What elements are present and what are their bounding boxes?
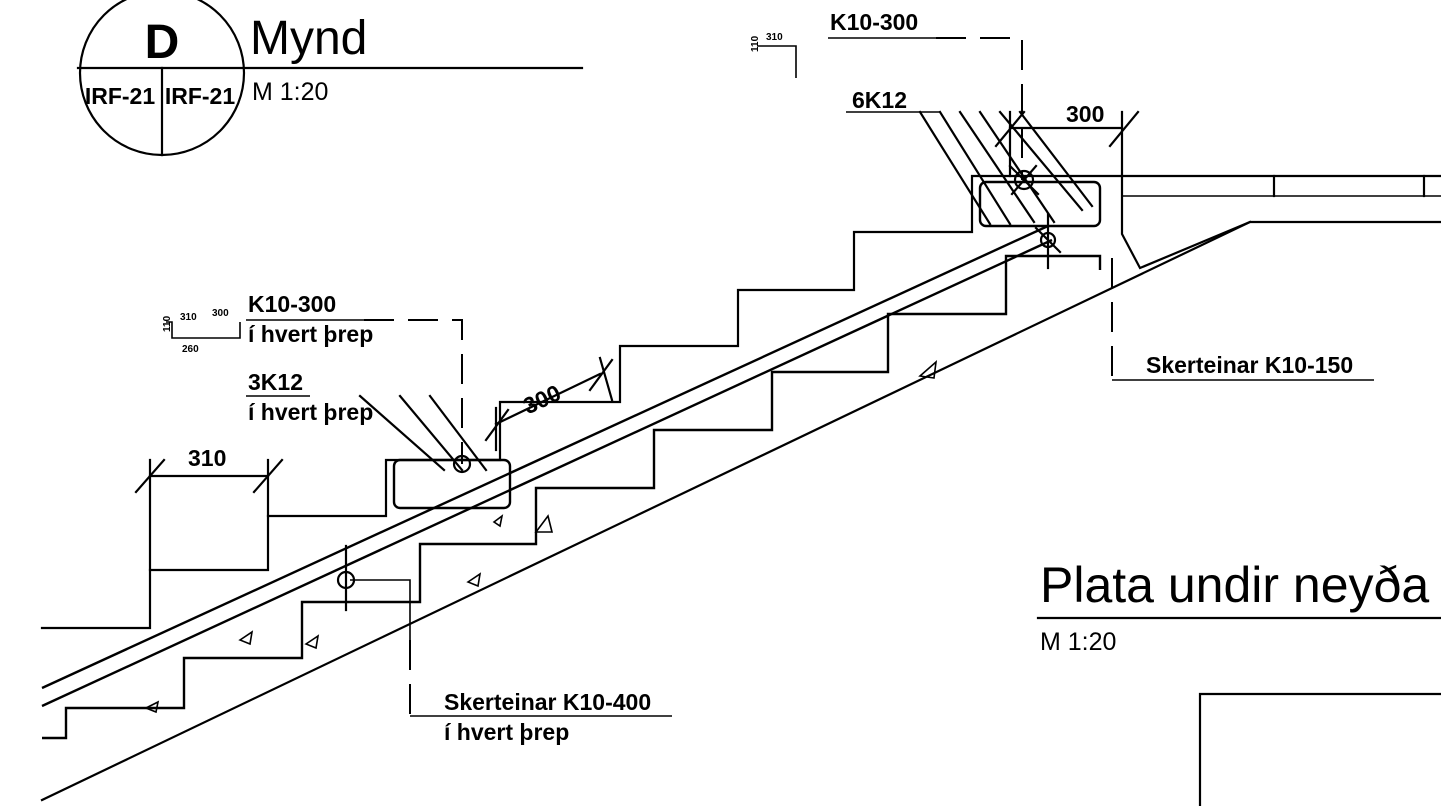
left-shape-h: 110 (162, 315, 173, 332)
hatch-3 (304, 634, 320, 650)
dim-300-mid-ext-right (598, 356, 614, 402)
left-k12-label: 3K12 (248, 369, 303, 395)
top-bar-node (1013, 169, 1035, 191)
dim-300-top-tick-right (1108, 110, 1140, 148)
plan-scale: M 1:20 (1040, 628, 1116, 656)
top-bar-2 (938, 110, 1012, 226)
dim-310-tick-right (252, 458, 284, 494)
skerteinar-150-callout: Skerteinar K10-150 (1111, 258, 1374, 381)
left-k10-300-sub: í hvert þrep (248, 321, 373, 347)
top-shape-h: 110 (750, 35, 761, 52)
dim-300-top-label: 300 (1066, 101, 1104, 127)
top-bar-3 (958, 110, 1036, 224)
top-landing-stirrup (978, 180, 1102, 228)
left-shape-w2: 300 (212, 308, 229, 319)
top-shape-w: 310 (766, 32, 783, 43)
hatch-4 (466, 572, 482, 588)
detail-title: Mynd (250, 12, 367, 65)
dim-310-tick-left (134, 458, 166, 494)
lower-link (350, 579, 411, 640)
skerteinar-400-callout: Skerteinar K10-400 í hvert þrep (409, 640, 672, 745)
top-k10-shape (758, 45, 797, 78)
stair-upper-rebar-line-1 (41, 224, 1049, 690)
stair-soffit-line (40, 220, 1252, 802)
middle-stirrup (392, 458, 512, 510)
left-k10-300-callout: K10-300 í hvert þrep 110 310 300 260 3K1… (162, 291, 463, 464)
top-bar-4 (978, 110, 1056, 224)
hatch-1 (144, 700, 160, 714)
dim-300-mid-tick-right (588, 358, 614, 392)
concrete-hatch-marks (144, 360, 938, 714)
hatch-7 (918, 360, 938, 379)
plan-title-block: Plata undir neyða M 1:20 (1036, 557, 1441, 806)
top-bar-1 (918, 110, 992, 226)
stair-stepped-rebar (42, 254, 1102, 740)
detail-title-block: D IRF-21 IRF-21 Mynd M 1:20 (76, 0, 584, 157)
left-k12-sub: í hvert þrep (248, 399, 373, 425)
dim-300-top-tick-left (994, 110, 1026, 148)
top-k10-300-leader (936, 37, 1023, 180)
skerteinar-150-label: Skerteinar K10-150 (1146, 352, 1353, 378)
skerteinar-400-sub: í hvert þrep (444, 719, 569, 745)
hatch-6 (534, 514, 554, 533)
hatch-2 (238, 630, 254, 646)
top-k10-300-callout: K10-300 110 310 6K12 (750, 9, 1023, 180)
mid-bar-2 (398, 394, 464, 472)
left-k10-300-leader (364, 319, 463, 464)
detail-ref-right: IRF-21 (165, 83, 236, 109)
skerteinar-400-label: Skerteinar K10-400 (444, 689, 651, 715)
hatch-5 (492, 514, 504, 528)
stair-step-outline (40, 174, 1441, 630)
detail-scale: M 1:20 (252, 78, 328, 106)
middle-rebar (336, 394, 512, 640)
landing-slab-edge (1120, 174, 1441, 270)
left-k10-300-label: K10-300 (248, 291, 336, 317)
mid-bar-3 (428, 394, 488, 472)
top-k12-label: 6K12 (852, 87, 907, 113)
dimension-310: 310 (134, 445, 284, 572)
detail-letter: D (145, 16, 180, 69)
left-shape (166, 321, 241, 339)
top-k10-300-label: K10-300 (830, 9, 918, 35)
dimension-300-top: 300 (994, 101, 1140, 178)
stair-upper-rebar-line-2 (41, 238, 1053, 708)
top-node-tick2 (1010, 164, 1038, 196)
detail-ref-left: IRF-21 (85, 83, 156, 109)
plan-outline (1198, 692, 1441, 806)
dim-310-label: 310 (188, 445, 226, 471)
left-shape-w1: 310 (180, 312, 197, 323)
dim-300-mid-line (494, 372, 602, 426)
mid-bar-1 (358, 394, 446, 472)
dim-300-mid-label: 300 (519, 379, 565, 419)
plan-title: Plata undir neyða (1040, 557, 1429, 613)
dim-300-mid-tick-left (484, 408, 510, 442)
left-shape-w3: 260 (182, 344, 199, 355)
